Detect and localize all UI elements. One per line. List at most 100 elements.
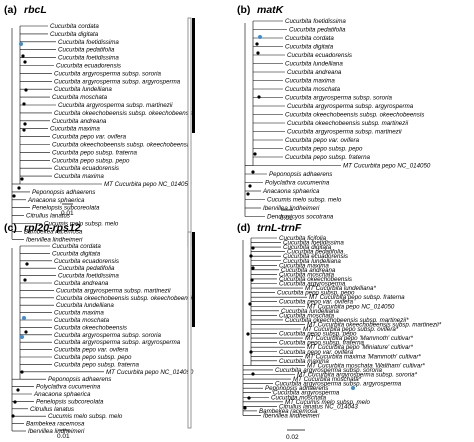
support-node [22,128,26,132]
taxon-label: Cucurbita ficifolia [279,235,327,242]
taxon-label: Cucurbita moschata [285,86,341,93]
clade-bar-grey [187,231,192,429]
taxon-label: Cucurbita okeechobeensis subsp. okeechob… [285,112,424,119]
taxon-label: Cucurbita foetidissima [283,240,344,247]
taxon-label: MT Cucurbita lundelliana* [305,285,376,292]
taxon-label: Cucurbita okeechobeensis subsp. martinez… [285,317,409,324]
taxon-label: Anacaona sphaerica [33,391,91,398]
taxon-label: MT Cucurbita moschata 'Waltham' cultivar… [307,362,425,369]
taxon-label: Cucurbita argyrosperma [273,390,340,397]
taxon-label: MT Cucurbita pepo NC_014050 [106,369,194,376]
taxon-label: Cucurbita argyrosperma subsp. martinezii [56,287,171,294]
gene-title: matK [257,4,285,16]
taxon-label: Cucurbita pedatifolia [289,27,346,34]
taxon-label: Cucurbita cordata [285,35,334,42]
taxon-label: Cucurbita pepo subsp. fraterna [285,154,371,161]
taxon-label: Anacaona sphaerica [27,197,85,204]
taxon-label: Cucurbita argyrosperma subsp. sororia [54,70,162,77]
taxon-label: Cucurbita pepo subsp. fraterna [54,361,140,368]
taxon-label: Ibervillea lindheimeri [263,412,320,419]
support-node [251,170,255,174]
taxon-label: Cucurbita digitata [52,250,101,257]
panel-label: (a) [4,4,17,16]
support-node [24,88,28,92]
taxon-label: Cucurbita okeechobeensis [279,276,352,283]
support-node [11,414,15,418]
taxon-label: Cucurbita okeechobeensis [54,324,127,331]
support-node [20,370,24,374]
support-node [251,266,255,270]
taxon-label: Cucurbita pepo subsp. pepo [52,157,130,164]
taxon-label: Cucurbita pepo subsp. pepo [54,354,132,361]
taxon-label: Cucurbita lundelliana [283,258,341,265]
gene-title: rbcL [24,4,47,16]
support-node [250,278,254,282]
support-node [16,388,20,392]
taxon-label: Cucurbita lundelliana [54,86,112,93]
support-node [24,330,28,334]
taxon-label: Cucurbita ecuadorensis [54,165,119,172]
taxon-label: Cucurbita ecuadorensis [54,258,119,265]
taxon-label: Cucurbita maxima [54,173,104,180]
support-node [255,42,259,46]
taxon-label: Cucurbita okeechobeensis subsp. okeechob… [52,142,191,149]
taxon-label: Ibervillea lindheimeri [263,205,320,212]
taxon-label: Cucumis melo subsp. melo [44,221,119,228]
gene-title: trnL-trnF [257,222,302,234]
support-node [23,122,27,126]
clade-bar-grey [187,17,192,247]
taxon-label: Cucurbita argyrosperma subsp. argyrosper… [54,339,181,346]
taxon-label: Cucurbita argyrosperma subsp. sororia [54,332,162,339]
panel-label: (b) [237,4,250,16]
taxon-label: Cucurbita okeechobeensis subsp. martinez… [287,120,409,127]
taxon-label: Cucurbita foetidissima [58,55,119,62]
taxon-label: Cucurbita digitata [285,44,334,51]
highlight-node [22,316,26,320]
taxon-label: Cucurbita lundelliana [56,302,114,309]
taxon-label: Dendrosicyos socotrana [267,214,334,221]
highlight-node [20,335,24,339]
support-node [246,192,250,196]
taxon-label: Cucurbita andreana [54,280,109,287]
taxon-label: Cucurbita digitata [283,244,332,251]
support-node [251,246,255,250]
support-node [253,152,257,156]
support-node [257,95,261,99]
taxon-label: Cucurbita argyrosperma subsp. martinezii [287,129,402,136]
clade-bar-black [192,232,195,327]
taxon-label: MT Cucurbita pepo NC_014050 [104,181,192,188]
taxon-label: MT Cucurbita maxima 'Mammoth' cultivar* [305,353,421,360]
taxon-label: MT Cucurbita pepo subsp. fraterna [309,294,405,301]
taxon-label: Cucurbita cordata [52,243,101,250]
taxon-label: Cucurbita digitata [50,31,99,38]
taxon-label: Cucurbita moschata [279,312,335,319]
taxon-label: Peponopsis adhaerens [48,376,111,383]
taxon-label: MT Cucurbita moschata* [293,376,362,383]
support-node [256,51,260,55]
taxon-label: Cucurbita pepo var. ovifera [285,137,360,144]
taxon-label: MT Cucurbita pepo NC_014050 [343,163,431,170]
scale-bar-label: 0.01 [61,210,74,217]
taxon-label: Cucurbita pepo subsp. fraterna [279,340,365,347]
taxon-label: Cucurbita moschata [279,271,335,278]
taxon-label: MT Cucurbita pepo 'Miniature' cultivar* [307,344,413,351]
taxon-label: Cucurbita cordata [50,23,99,30]
support-node [248,302,252,306]
taxon-label: MT Cucurbita pepo subsp. ovifera* [303,326,399,333]
scale-bar-label: 0.01 [57,433,70,440]
highlight-node [351,386,355,390]
taxon-label: Cucurbita pepo subsp. fraterna [52,149,138,156]
support-node [249,350,253,354]
taxon-label: Cucurbita moschata [52,94,108,101]
taxon-label: Penelopsis subcoreolata [36,398,104,405]
taxon-label: Cucurbita pepo var. ovifera [279,299,354,306]
taxon-label: MT Cucurbita pepo 'Mammoth' cultivar* [305,335,414,342]
taxon-label: Penelopsis subcoreolata [32,205,100,212]
taxon-label: Cucurbita foetidissima [285,18,346,25]
support-node [247,396,251,400]
taxon-label: Citrullus lanatus NC_014043 [279,403,358,410]
taxon-label: Cucurbita pepo var. ovifera [279,349,354,356]
